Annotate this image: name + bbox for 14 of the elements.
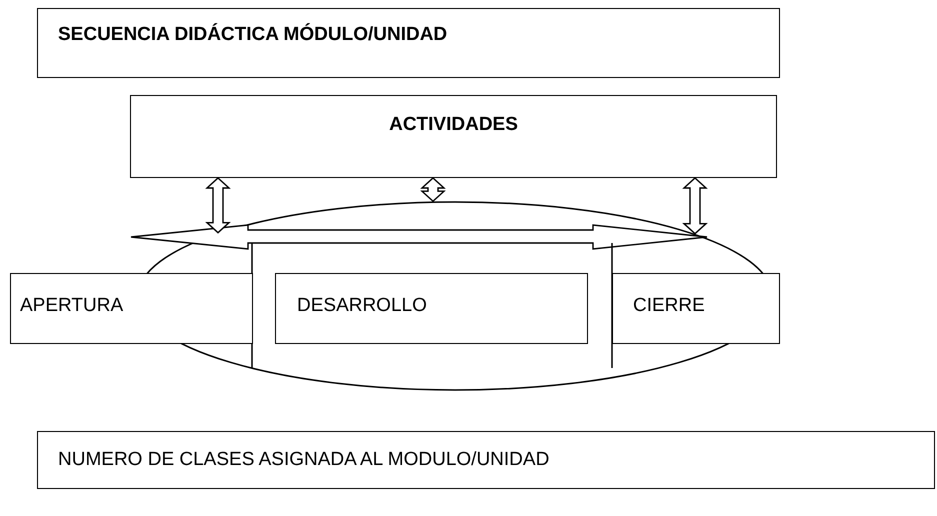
info-box bbox=[37, 431, 935, 489]
activity-box bbox=[130, 95, 777, 178]
double-arrow bbox=[205, 177, 231, 234]
node-label: DESARROLLO bbox=[297, 294, 427, 316]
node-label: APERTURA bbox=[20, 294, 124, 316]
phase-box bbox=[10, 273, 253, 344]
node-label: ACTIVIDADES bbox=[389, 114, 518, 136]
double-arrow bbox=[682, 177, 708, 235]
node-label: NUMERO DE CLASES ASIGNADA AL MODULO/UNIDAD bbox=[58, 449, 550, 471]
phase-box bbox=[275, 273, 588, 344]
title-box bbox=[37, 8, 780, 78]
double-arrow bbox=[420, 177, 446, 202]
node-label: CIERRE bbox=[633, 294, 705, 316]
node-label: SECUENCIA DIDÁCTICA MÓDULO/UNIDAD bbox=[58, 24, 448, 46]
